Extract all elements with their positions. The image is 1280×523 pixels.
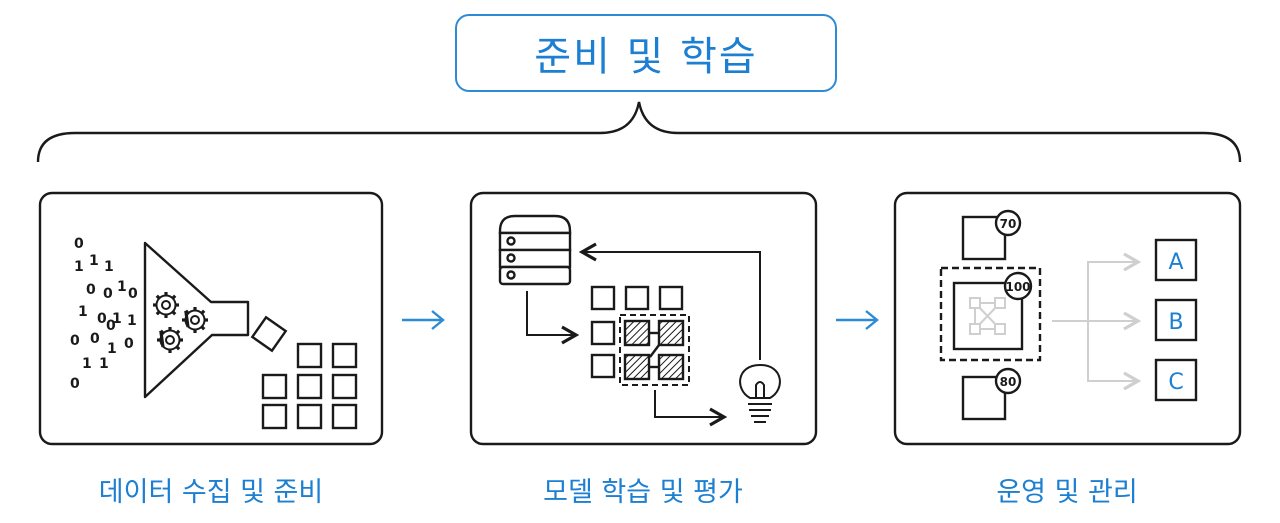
model-box-70 (961, 215, 1007, 261)
lightbulb-icon (739, 363, 781, 423)
deploy-arrows (1052, 252, 1142, 391)
gears-icon (153, 292, 208, 353)
stage-label-operations: 운영 및 관리 (996, 477, 1138, 508)
binary-digit: 0 (106, 318, 116, 334)
flow-arrows (526, 242, 761, 427)
database-icon (498, 214, 572, 286)
binary-digit: 0 (74, 236, 84, 252)
stage-label-training: 모델 학습 및 평가 (543, 477, 743, 508)
binary-digit: 1 (78, 304, 88, 320)
binary-digit: 1 (74, 259, 84, 275)
binary-digit: 1 (112, 311, 122, 327)
output-boxes (1154, 238, 1198, 402)
binary-digit: 1 (104, 259, 114, 275)
output-b: B (1168, 310, 1183, 335)
binary-digit: 1 (89, 253, 99, 269)
output-a: A (1168, 250, 1183, 275)
prepared-data-grid (261, 342, 358, 430)
network-icon (969, 297, 1006, 335)
stage-label-data-prep: 데이터 수집 및 준비 (98, 477, 324, 508)
diagram-title: 준비 및 학습 (534, 34, 758, 80)
model-grid (590, 285, 685, 381)
binary-digit: 0 (70, 376, 80, 392)
binary-digit: 0 (97, 311, 107, 327)
score-80: 80 (1000, 375, 1017, 389)
binary-digit: 1 (107, 341, 117, 357)
selected-model-frame (939, 266, 1042, 362)
score-70: 70 (1000, 217, 1017, 231)
binary-digit: 1 (127, 313, 137, 329)
binary-digit: 1 (82, 356, 92, 372)
score-badges (994, 209, 1033, 395)
binary-digit: 1 (99, 356, 109, 372)
binary-digit: 0 (70, 333, 80, 349)
score-100: 100 (1005, 280, 1030, 294)
output-block (250, 315, 288, 353)
brace (36, 101, 1242, 163)
title-box: 준비 및 학습 (455, 14, 837, 92)
binary-digit: 0 (128, 286, 138, 302)
model-selection (619, 314, 690, 386)
arrow-1 (402, 310, 445, 330)
output-c: C (1168, 370, 1183, 395)
binary-digit: 0 (86, 282, 96, 298)
binary-digit: 0 (103, 286, 113, 302)
binary-digit: 0 (124, 336, 134, 352)
binary-digit: 0 (90, 331, 100, 347)
arrow-2 (836, 310, 879, 330)
binary-digit: 1 (117, 279, 127, 295)
